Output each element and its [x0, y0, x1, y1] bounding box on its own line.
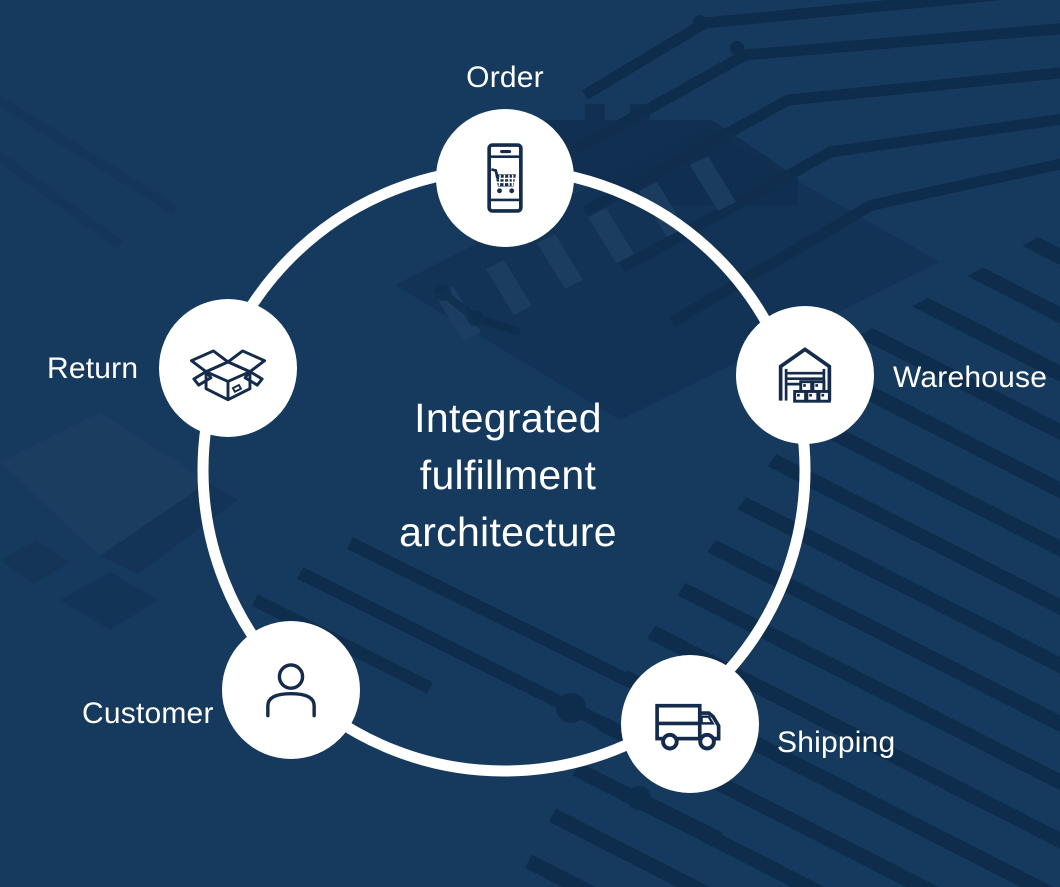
person-icon [266, 663, 316, 718]
node-order-label: Order [466, 61, 544, 94]
smartphone-cart-icon [487, 143, 523, 213]
node-shipping-label: Shipping [777, 726, 896, 759]
warehouse-icon [778, 347, 832, 403]
node-order [436, 109, 574, 247]
node-return-label: Return [47, 352, 139, 385]
node-return [159, 299, 297, 437]
node-shipping [621, 655, 759, 793]
delivery-truck-icon [655, 703, 721, 751]
diagram-title: Integrated fulfillment architecture [399, 395, 617, 555]
node-customer-label: Customer [82, 697, 214, 730]
node-warehouse-label: Warehouse [893, 361, 1048, 394]
open-box-icon [189, 349, 267, 402]
node-warehouse [736, 306, 874, 444]
node-customer [222, 621, 360, 759]
